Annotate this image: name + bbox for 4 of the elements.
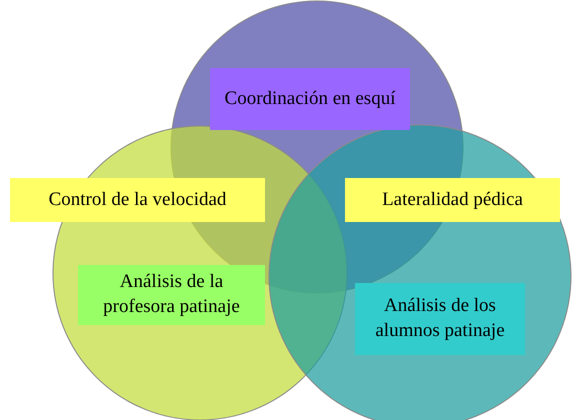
text-box: Control de la velocidad — [10, 178, 265, 222]
text-box: Análisis de la profesora patinaje — [78, 265, 265, 325]
text-box: Análisis de los alumnos patinaje — [355, 283, 525, 355]
text-box: Coordinación en esquí — [210, 68, 410, 130]
